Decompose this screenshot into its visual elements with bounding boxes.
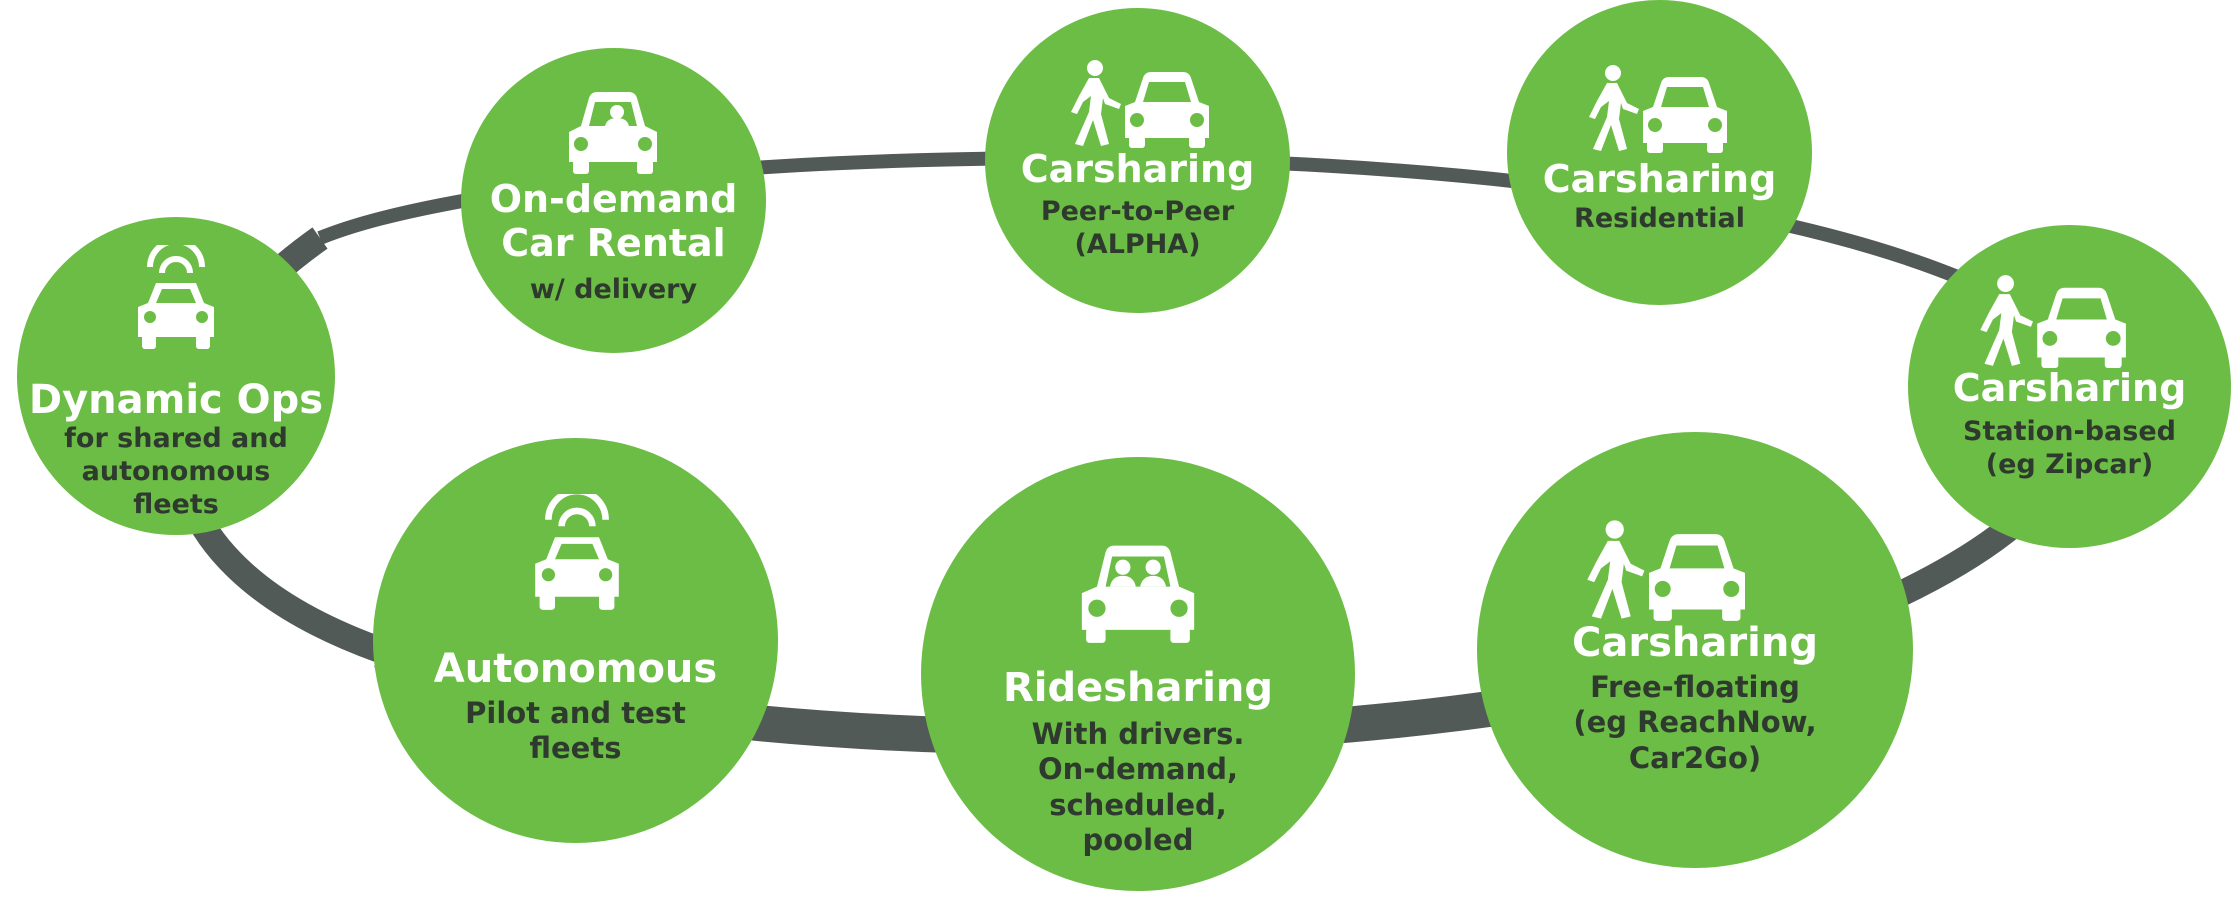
subtitle-line: scheduled, [1049, 787, 1227, 822]
node-subtitle: Free-floating (eg ReachNow, Car2Go) [1477, 670, 1913, 776]
subtitle-line: Station-based [1963, 416, 2176, 447]
node-carsharing-station-based: Carsharing Station-based (eg Zipcar) [1908, 225, 2231, 548]
car-with-passengers-icon [1071, 537, 1205, 645]
subtitle-line: Residential [1574, 203, 1745, 234]
node-autonomous: Autonomous Pilot and test fleets [373, 438, 778, 843]
node-dynamic-ops: Dynamic Ops for shared and autonomous fl… [17, 217, 335, 535]
node-subtitle: Peer-to-Peer (ALPHA) [985, 196, 1290, 262]
node-subtitle: for shared and autonomous fleets [17, 423, 335, 522]
node-title: Carsharing [1572, 620, 1818, 666]
subtitle-line: (eg Zipcar) [1985, 448, 2154, 480]
subtitle-line: (ALPHA) [1074, 228, 1201, 260]
node-title: Autonomous [433, 646, 718, 692]
connected-car-icon [126, 245, 226, 355]
person-walking-to-car-icon [1585, 518, 1745, 621]
node-title: Ridesharing [1002, 665, 1274, 711]
node-title: Dynamic Ops [28, 377, 324, 423]
subtitle-line: With drivers. [1031, 717, 1245, 751]
node-subtitle: w/ delivery [461, 274, 766, 307]
node-on-demand-car-rental: On-demand Car Rental w/ delivery [461, 48, 766, 353]
subtitle-line: pooled [1082, 823, 1194, 858]
node-carsharing-peer-to-peer: Carsharing Peer-to-Peer (ALPHA) [985, 8, 1290, 313]
subtitle-line: (eg ReachNow, [1573, 705, 1817, 740]
subtitle-line: Free-floating [1590, 670, 1800, 704]
node-carsharing-free-floating: Carsharing Free-floating (eg ReachNow, C… [1477, 432, 1913, 868]
car-with-driver-icon [561, 86, 665, 176]
node-title: Carsharing [1952, 366, 2187, 410]
subtitle-line: fleets [133, 488, 219, 520]
node-subtitle: Residential [1507, 203, 1812, 236]
node-title: Carsharing [1542, 157, 1777, 201]
node-carsharing-residential: Carsharing Residential [1507, 0, 1812, 305]
subtitle-line: w/ delivery [529, 274, 698, 305]
subtitle-line: fleets [529, 731, 622, 766]
person-walking-to-car-icon [1978, 273, 2126, 368]
person-walking-to-car-icon [1587, 63, 1727, 153]
subtitle-line: Car2Go) [1628, 740, 1762, 775]
node-subtitle: Station-based (eg Zipcar) [1908, 416, 2231, 482]
connected-car-icon [522, 494, 632, 618]
subtitle-line: Pilot and test [465, 696, 686, 730]
subtitle-line: autonomous [81, 455, 271, 487]
node-ridesharing: Ridesharing With drivers. On-demand, sch… [921, 457, 1355, 891]
subtitle-line: for shared and [64, 423, 288, 454]
person-walking-to-car-icon [1069, 58, 1209, 148]
node-title: On-demand Car Rental [489, 177, 738, 265]
node-title: Carsharing [1020, 147, 1255, 191]
node-subtitle: Pilot and test fleets [373, 696, 778, 767]
subtitle-line: Peer-to-Peer [1040, 196, 1235, 227]
node-subtitle: With drivers. On-demand, scheduled, pool… [921, 717, 1355, 859]
subtitle-line: On-demand, [1038, 752, 1238, 787]
